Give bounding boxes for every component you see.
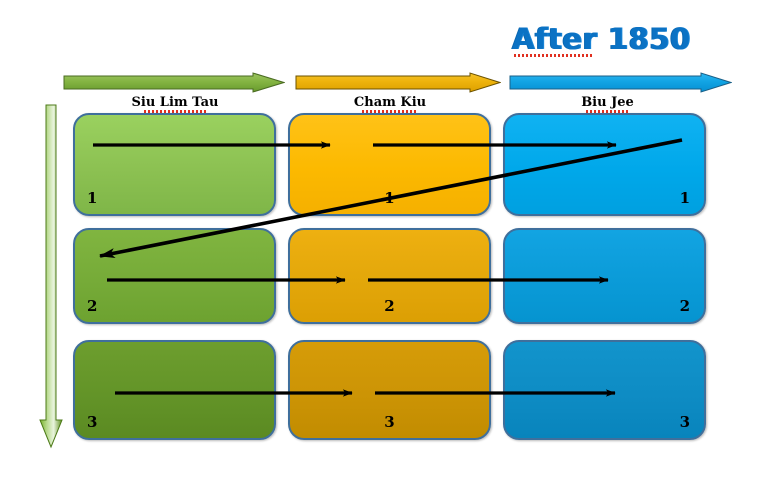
- column-caption-siu-lim-tau: Siu Lim Tau: [131, 95, 219, 110]
- banner-arrow-siu-lim-tau: [63, 72, 285, 93]
- cell-cham-kiu-3[interactable]: 3: [288, 340, 491, 440]
- cell-number: 2: [679, 297, 690, 315]
- cell-number: 1: [679, 189, 690, 207]
- cell-number: 2: [384, 297, 395, 315]
- cell-number: 1: [384, 189, 395, 207]
- title-spellcheck-underline: [514, 54, 592, 57]
- banner-arrow-biu-jee: [509, 72, 732, 93]
- column-caption-cham-kiu: Cham Kiu: [353, 95, 427, 110]
- banner-arrow-cham-kiu: [295, 72, 501, 93]
- cell-cham-kiu-1[interactable]: 1: [288, 113, 491, 216]
- cell-biu-jee-2[interactable]: 2: [503, 228, 706, 324]
- cell-number: 3: [87, 413, 98, 431]
- diagram-title: After 1850: [512, 22, 691, 58]
- column-caption-biu-jee: Biu Jee: [581, 95, 634, 110]
- cell-cham-kiu-2[interactable]: 2: [288, 228, 491, 324]
- cell-number: 2: [87, 297, 98, 315]
- cell-siu-lim-tau-1[interactable]: 1: [73, 113, 276, 216]
- cell-number: 3: [384, 413, 395, 431]
- cell-siu-lim-tau-2[interactable]: 2: [73, 228, 276, 324]
- caption-underline-biu-jee: [586, 110, 628, 113]
- cell-biu-jee-1[interactable]: 1: [503, 113, 706, 216]
- cell-siu-lim-tau-3[interactable]: 3: [73, 340, 276, 440]
- caption-underline-siu-lim-tau: [144, 110, 206, 113]
- cell-number: 1: [87, 189, 98, 207]
- progression-down-arrow: [38, 104, 64, 449]
- caption-underline-cham-kiu: [362, 110, 418, 113]
- cell-biu-jee-3[interactable]: 3: [503, 340, 706, 440]
- cell-number: 3: [679, 413, 690, 431]
- page-title: After 1850: [512, 22, 691, 56]
